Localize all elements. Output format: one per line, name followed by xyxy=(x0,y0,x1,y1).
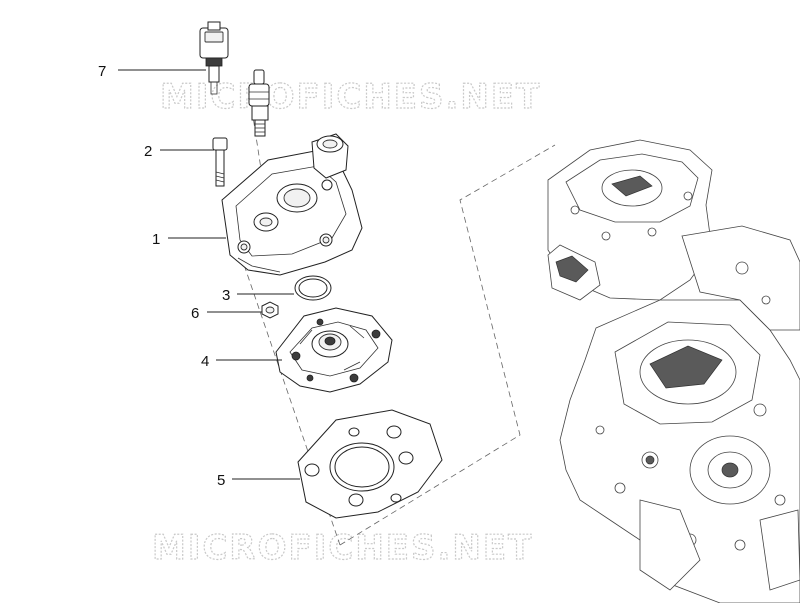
callout-2: 2 xyxy=(144,143,152,160)
callout-leaders xyxy=(118,69,300,480)
cylinder-head xyxy=(275,307,393,393)
callout-5: 5 xyxy=(217,472,225,489)
callout-3: 3 xyxy=(222,287,230,304)
engine-crankcase xyxy=(547,139,800,603)
watermark-bottom: MICROFICHES.NET xyxy=(152,528,533,568)
callout-6: 6 xyxy=(191,305,199,322)
assembly-guide-lines xyxy=(227,109,556,546)
o-ring xyxy=(294,275,332,301)
callout-7: 7 xyxy=(98,63,106,80)
cylinder-head-cover xyxy=(221,133,363,276)
watermark-top: MICROFICHES.NET xyxy=(160,77,541,117)
temperature-sensor xyxy=(199,21,229,95)
callout-numbers: 7 2 1 3 6 4 5 xyxy=(98,63,230,489)
callout-4: 4 xyxy=(201,353,209,370)
callout-1: 1 xyxy=(152,231,160,248)
head-gasket xyxy=(297,409,443,519)
spark-plug xyxy=(248,69,270,137)
nut xyxy=(261,301,279,319)
bolt xyxy=(212,137,228,187)
